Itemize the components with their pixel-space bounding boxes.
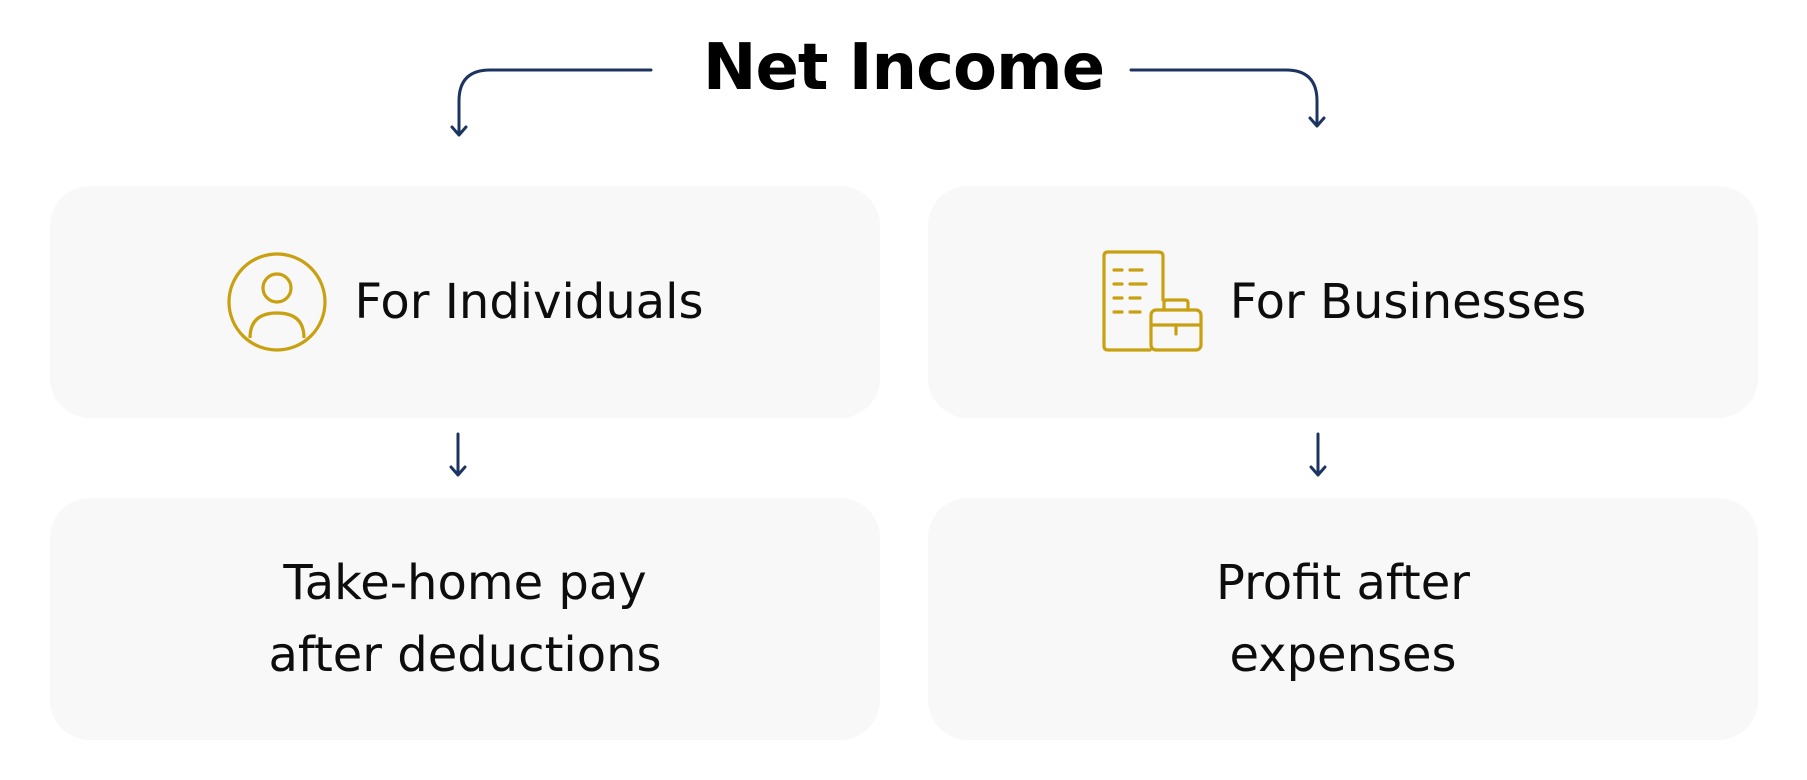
diagram-title: Net Income	[702, 31, 1105, 105]
left-branch-arrowhead	[450, 125, 468, 137]
individuals-card: For Individuals	[50, 186, 880, 418]
businesses-description-line-1: Profit after	[1215, 555, 1470, 611]
individuals-description-line-1: Take-home pay	[283, 555, 647, 611]
individuals-description-line-2: after deductions	[268, 627, 662, 683]
right-branch-arrowhead	[1308, 116, 1326, 128]
businesses-heading: For Businesses	[1229, 274, 1587, 330]
individuals-heading: For Individuals	[354, 274, 704, 330]
businesses-description-card: Profit after expenses	[928, 498, 1758, 740]
businesses-description-line-2: expenses	[1229, 627, 1457, 683]
individuals-description-card: Take-home pay after deductions	[50, 498, 880, 740]
left-down-arrowhead	[449, 465, 467, 477]
right-down-arrowhead	[1309, 465, 1327, 477]
businesses-card: For Businesses	[928, 186, 1758, 418]
person-icon	[226, 251, 328, 353]
office-building-briefcase-icon	[1100, 250, 1204, 354]
